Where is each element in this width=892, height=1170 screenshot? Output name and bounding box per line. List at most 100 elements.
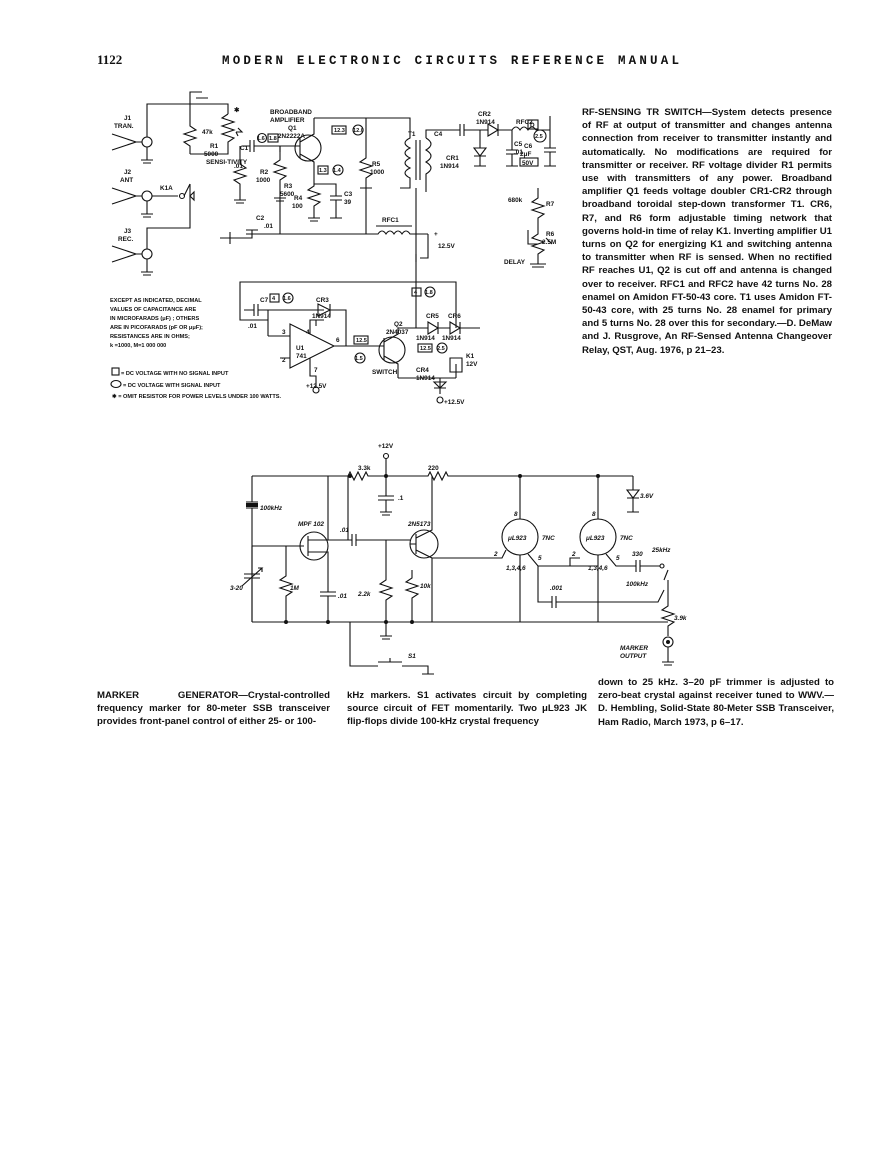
label-r4: R4 xyxy=(294,195,303,202)
label-u1: U1 xyxy=(296,345,305,352)
voltage-v2: 1.8 xyxy=(269,136,277,142)
opamp-u1 xyxy=(289,323,336,369)
caption-title: RF-SENSING TR SWITCH xyxy=(582,107,703,118)
voltage-marks-q1: 1.6 1.8 12.3 12.0 1.3 1.4 xyxy=(256,124,364,176)
label-r1-val: 5000 xyxy=(204,151,219,158)
legend-circle-text: = DC VOLTAGE WITH SIGNAL INPUT xyxy=(123,383,221,389)
label-cr2: CR2 xyxy=(478,111,491,118)
label-trim: 3-20 xyxy=(230,585,243,592)
label-p7ncb: 7NC xyxy=(620,535,633,542)
note-line-1: EXCEPT AS INDICATED, DECIMAL xyxy=(110,298,202,304)
label-r3-val: 5600 xyxy=(280,191,295,198)
transistor-q1 xyxy=(294,134,322,162)
label-j1: J1 xyxy=(124,115,132,122)
jack-j1 xyxy=(111,103,191,164)
label-c5: C5 xyxy=(514,141,523,148)
note-line-6: k =1000, M=1 000 000 xyxy=(110,343,166,349)
legend-circle-icon xyxy=(110,379,122,389)
label-cr3-part: 1N914 xyxy=(312,313,331,320)
label-plus125: + xyxy=(434,231,438,238)
label-p5b: 5 xyxy=(616,555,620,562)
label-q1-part: 2N2222A xyxy=(278,133,305,140)
label-t1: T1 xyxy=(408,131,416,138)
label-r5: R5 xyxy=(372,161,381,168)
note-line-5: RESISTANCES ARE IN OHMS; xyxy=(110,334,190,340)
label-c6-v: 50V xyxy=(522,160,534,167)
label-d-box: D xyxy=(530,122,535,129)
label-p8b: 8 xyxy=(592,511,596,518)
caption-marker-col2: kHz markers. S1 activates circuit by com… xyxy=(347,690,587,728)
label-v25: 2.5 xyxy=(535,134,543,140)
label-f25: 25kHz xyxy=(651,547,671,554)
label-r2: R2 xyxy=(260,169,269,176)
transistor-q2 xyxy=(378,336,406,364)
legend-box-icon xyxy=(111,367,120,376)
label-q1: Q1 xyxy=(288,125,297,132)
label-r39k: 3.9k xyxy=(674,615,687,622)
label-c001: .001 xyxy=(550,585,563,592)
label-c1: C1 xyxy=(240,145,249,152)
label-c-01a: .1 xyxy=(398,495,404,502)
caption-rf-sensing-tr-switch: RF-SENSING TR SWITCH—System detects pres… xyxy=(582,106,832,357)
label-c6: C6 xyxy=(524,143,533,150)
label-r5-val: 1000 xyxy=(370,169,385,176)
label-r3: R3 xyxy=(284,183,293,190)
caption-marker-col1-text: —Crystal-controlled frequency marker for… xyxy=(97,690,330,728)
label-v36: 3.6V xyxy=(640,493,654,500)
label-delay: DELAY xyxy=(504,259,526,266)
label-r330: 330 xyxy=(632,551,643,558)
label-p5a: 5 xyxy=(538,555,542,562)
voltage-v3: 12.3 xyxy=(334,128,345,134)
label-tran: TRAN. xyxy=(114,123,134,130)
label-ant: ANT xyxy=(120,177,133,184)
label-c3-val: 39 xyxy=(344,199,352,206)
label-v125: 12.5V xyxy=(438,243,455,250)
label-marker: MARKER xyxy=(620,645,648,652)
relay-contact-k1a xyxy=(146,183,195,249)
label-c-01b: .01 xyxy=(340,527,349,534)
caption-marker-col3: down to 25 kHz. 3–20 pF trimmer is adjus… xyxy=(598,677,834,728)
voltage-v2-5b: 2.5 xyxy=(437,346,445,352)
label-c5-val: .01 xyxy=(514,149,523,156)
label-j2: J2 xyxy=(124,169,132,176)
label-k1-v: 12V xyxy=(466,361,478,368)
label-cr2-part: 1N914 xyxy=(476,119,495,126)
voltage-v-l18: 1.8 xyxy=(425,290,433,296)
label-c-01c: .01 xyxy=(338,593,347,600)
label-c1-val: .01 xyxy=(234,163,243,170)
label-tr: 2N5173 xyxy=(407,521,431,528)
label-cr1: CR1 xyxy=(446,155,459,162)
label-k1: K1 xyxy=(466,353,475,360)
page-header: 1122 MODERN ELECTRONIC CIRCUITS REFERENC… xyxy=(97,52,837,74)
note-line-4: ARE IN PICOFARADS (pF OR μμF); xyxy=(110,325,203,331)
label-p1346b: 1,3,4,6 xyxy=(588,565,608,572)
label-cr3: CR3 xyxy=(316,297,329,304)
manual-title: MODERN ELECTRONIC CIRCUITS REFERENCE MAN… xyxy=(222,54,683,68)
label-rec: REC. xyxy=(118,236,133,243)
label-cr4: CR4 xyxy=(416,367,429,374)
voltage-v12-5b: 12.5 xyxy=(356,338,367,344)
label-r10k: 10k xyxy=(420,583,431,590)
label-pin4: 4 xyxy=(306,329,310,336)
label-r22k: 2.2k xyxy=(357,591,371,598)
voltage-u-v4: 4 xyxy=(272,296,276,302)
label-ic1: μL923 xyxy=(507,535,527,542)
jack-j3 xyxy=(111,245,153,276)
fet-mpf102 xyxy=(299,531,329,561)
label-p8a: 8 xyxy=(514,511,518,518)
label-c2: C2 xyxy=(256,215,265,222)
label-r33k: 3.3k xyxy=(358,465,371,472)
jack-j2 xyxy=(111,187,178,218)
label-p1346a: 1,3,4,6 xyxy=(506,565,526,572)
caption-marker-title: MARKER GENERATOR xyxy=(97,690,239,701)
label-rfc1: RFC1 xyxy=(382,217,399,224)
star-mark: ✱ xyxy=(234,107,239,114)
voltage-v4: 12.0 xyxy=(353,128,364,134)
transformer-t1 xyxy=(366,117,450,192)
label-cr1-part: 1N914 xyxy=(440,163,459,170)
label-r4-val: 100 xyxy=(292,203,303,210)
label-s1: S1 xyxy=(408,653,416,660)
label-c6-val: 2μF xyxy=(520,151,531,158)
label-cr4-part: 1N914 xyxy=(416,375,435,382)
caption-body: —System detects presence of RF at output… xyxy=(582,107,832,356)
